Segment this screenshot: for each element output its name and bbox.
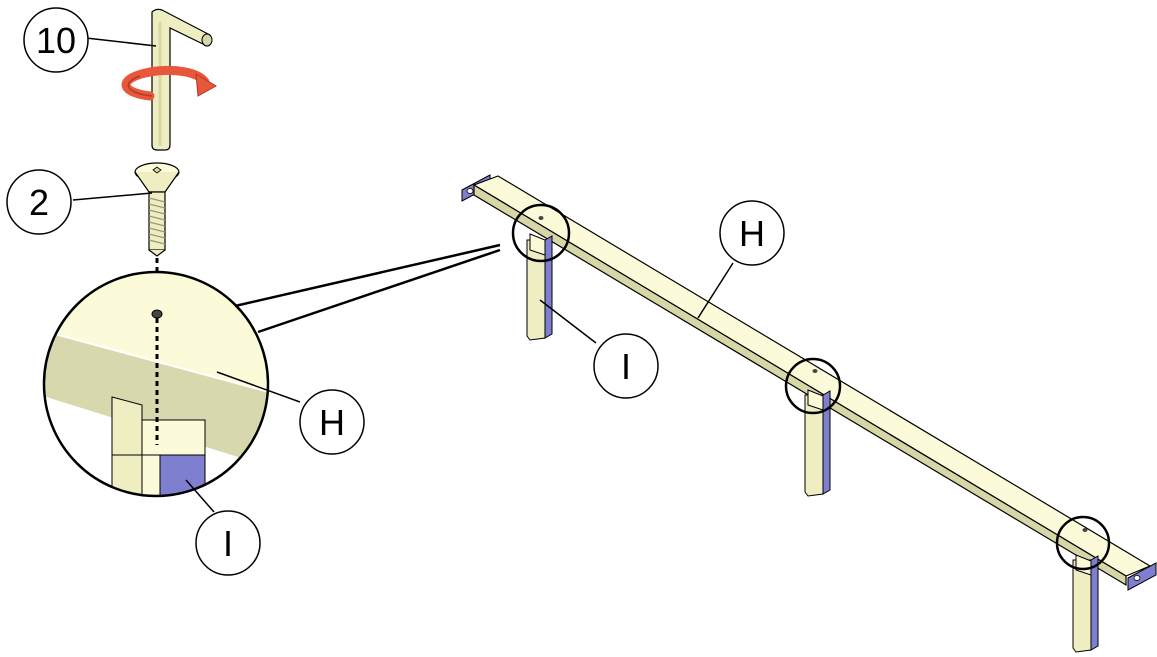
label-h-main: H — [719, 200, 785, 266]
joint-highlight-3 — [1055, 515, 1111, 571]
leg-2 — [804, 369, 831, 497]
allen-key — [151, 8, 213, 151]
label-i-main-text: I — [621, 346, 631, 387]
label-2-text: 2 — [29, 182, 49, 223]
joint-highlight-2 — [784, 357, 842, 415]
leg-3 — [1072, 528, 1099, 653]
joint-highlight-1 — [511, 203, 571, 263]
detail-view — [42, 270, 270, 498]
label-h-detail-text: H — [319, 402, 345, 443]
countersunk-screw — [134, 162, 180, 257]
leader-lines — [72, 37, 734, 513]
label-2: 2 — [6, 169, 72, 235]
label-i-detail-text: I — [223, 523, 233, 564]
bench-frame — [461, 174, 1157, 653]
label-10: 10 — [23, 7, 89, 73]
label-i-detail: I — [195, 510, 261, 576]
label-10-text: 10 — [36, 20, 76, 61]
label-h-detail: H — [299, 389, 365, 455]
label-h-main-text: H — [739, 213, 765, 254]
zoom-connector — [234, 243, 501, 334]
label-i-main: I — [593, 333, 659, 399]
rotation-arrow — [121, 65, 217, 101]
